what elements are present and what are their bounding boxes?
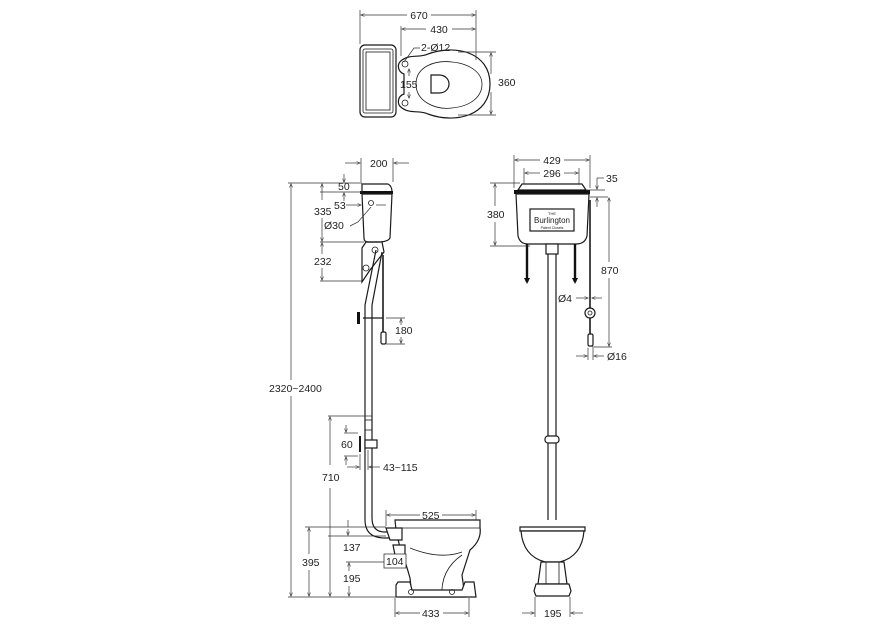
side-view: 200 50 53 Ø30 335 232 2320~2400 180 710 — [269, 158, 481, 620]
plaque-brand: Burlington — [534, 216, 570, 225]
bracket — [361, 241, 385, 284]
dim-front-380: 380 — [487, 209, 505, 221]
dim-side-50: 50 — [338, 181, 350, 193]
pull-handle — [380, 331, 387, 345]
dim-side-180: 180 — [395, 325, 413, 337]
dim-side-60: 60 — [341, 439, 353, 451]
wall-clip — [364, 439, 378, 449]
pull-ring-icon — [584, 307, 596, 319]
pipe-clip — [544, 435, 560, 444]
dim-side-200: 200 — [370, 158, 388, 170]
dim-top-670: 670 — [410, 10, 428, 22]
side-pan-plinth — [395, 581, 477, 598]
dim-front-870: 870 — [601, 265, 619, 277]
side-cistern-body — [361, 193, 393, 243]
side-cistern-lid-band — [360, 191, 393, 194]
dim-side-53: 53 — [334, 200, 346, 212]
valve-icon — [368, 200, 374, 206]
dim-side-710: 710 — [322, 472, 340, 484]
front-cistern-lid — [516, 183, 588, 191]
dim-top-holes: 2-Ø12 — [421, 42, 450, 54]
dim-front-handle-dia: Ø16 — [607, 351, 627, 363]
lever-handle — [357, 312, 360, 324]
dim-side-overall: 2320~2400 — [269, 383, 322, 395]
dim-side-525: 525 — [422, 510, 440, 522]
side-cistern-lid — [361, 183, 393, 193]
front-pan-rim — [519, 526, 586, 532]
brand-plaque — [529, 208, 575, 232]
flush-pipe-inner — [371, 251, 398, 533]
top-cistern-inner2 — [365, 51, 391, 111]
dim-top-155: 155 — [400, 79, 418, 91]
fixing-hole-icon — [401, 99, 409, 107]
bracket-scroll-icon — [362, 264, 370, 272]
front-view: THE Burlington Patent Closets 429 — [487, 155, 627, 620]
dim-side-232: 232 — [314, 256, 332, 268]
plaque-bottom: Patent Closets — [541, 226, 564, 230]
front-pan-plinth — [533, 583, 572, 597]
dim-side-137: 137 — [343, 542, 361, 554]
dim-top-430: 430 — [430, 24, 448, 36]
front-pan-pedestal — [537, 561, 568, 585]
top-cistern-inner — [362, 48, 394, 114]
dim-front-chain-dia: Ø4 — [558, 293, 572, 305]
d-shape-icon — [430, 74, 450, 94]
top-view: 670 430 2-Ø12 155 360 — [359, 10, 516, 119]
front-pan-bowl — [520, 530, 585, 563]
top-cistern-outline — [359, 44, 397, 118]
pan-outlet — [385, 527, 403, 541]
dim-side-433: 433 — [422, 608, 440, 620]
dim-front-429: 429 — [543, 155, 561, 167]
plaque-top: THE — [548, 211, 556, 216]
top-seat-outline — [397, 49, 491, 119]
dim-side-395: 395 — [302, 557, 320, 569]
front-pull-handle — [587, 333, 594, 347]
dim-top-360: 360 — [498, 77, 516, 89]
top-seat-inner — [415, 61, 483, 109]
dim-side-195: 195 — [343, 573, 361, 585]
flush-pipe — [364, 249, 398, 539]
dim-front-195: 195 — [544, 608, 562, 620]
dim-front-35: 35 — [606, 173, 618, 185]
dim-side-4315: 43~115 — [383, 462, 418, 474]
front-cistern-lid-band — [514, 190, 590, 194]
dim-front-296: 296 — [543, 168, 561, 180]
dim-side-335: 335 — [314, 206, 332, 218]
dim-side-104: 104 — [386, 556, 404, 568]
dim-side-flushpipe: Ø30 — [324, 220, 344, 232]
